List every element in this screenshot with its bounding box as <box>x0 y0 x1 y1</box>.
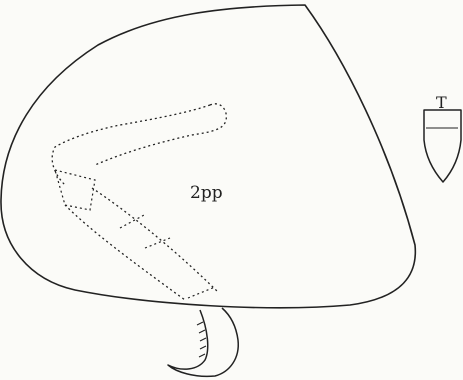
internal-segment-divider-2 <box>145 238 170 248</box>
claw <box>168 308 238 376</box>
appendage-outline <box>1 5 415 308</box>
internal-segment-divider-3 <box>188 287 215 298</box>
internal-joint <box>55 170 95 210</box>
inset-label-T: T <box>436 93 447 112</box>
internal-segment-lower-left <box>65 205 185 300</box>
figure-label-2pp: 2pp <box>190 183 223 203</box>
internal-segment-upper <box>52 105 210 185</box>
inset-shield-shape <box>424 110 461 182</box>
internal-segment-lower-right <box>92 188 218 292</box>
internal-segment-upper-tip <box>95 104 226 165</box>
claw-teeth <box>197 322 206 357</box>
internal-segment-divider-1 <box>120 214 146 228</box>
